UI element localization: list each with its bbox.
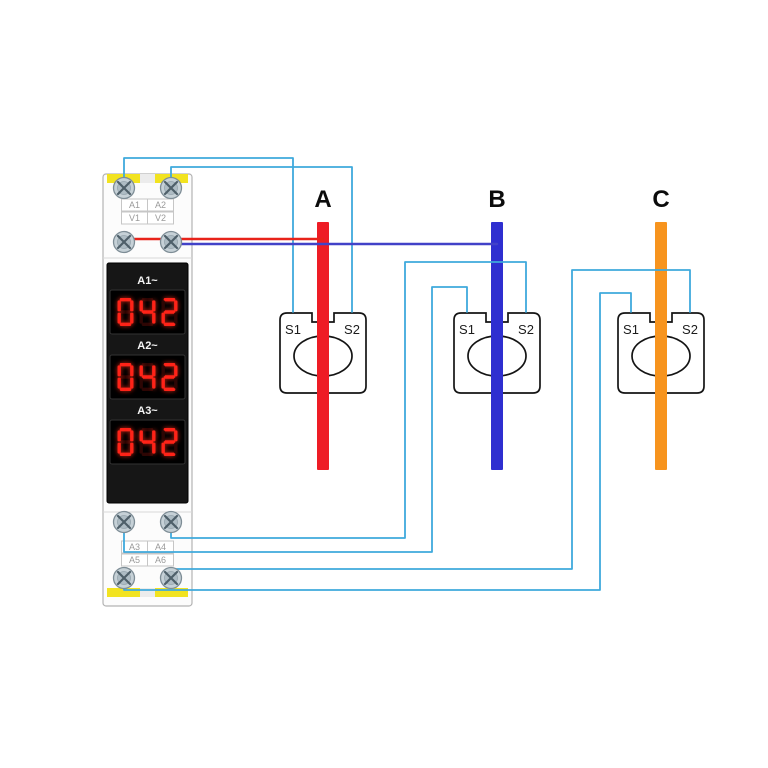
ct-a-terminal-s1: S1 (285, 322, 301, 337)
terminal-label-a1: A1 (129, 200, 140, 210)
terminal-label-v1: V1 (129, 213, 140, 223)
meter-display-1: A1~ (109, 275, 186, 335)
wire-a3-to-ct-b-s1 (123, 286, 468, 553)
current-transformer-a: S1 S2 (279, 312, 367, 394)
phase-c-label: C (652, 186, 669, 213)
ct-a-terminal-s2: S2 (344, 322, 360, 337)
display-2-digits (117, 363, 178, 391)
terminal-label-a2: A2 (155, 200, 166, 210)
display-3-label: A3~ (137, 405, 158, 417)
wire-a5-to-ct-c-s1 (123, 292, 632, 591)
screw-a1 (112, 176, 136, 200)
screw-v1 (112, 230, 136, 254)
screw-v2 (159, 230, 183, 254)
ct-b-terminal-s2: S2 (518, 322, 534, 337)
phase-b-conductor (491, 222, 503, 470)
wire-a4-to-ct-b-s2 (170, 261, 527, 539)
ct-c-terminal-s2: S2 (682, 322, 698, 337)
meter-display-3: A3~ (109, 405, 186, 465)
terminal-label-a5: A5 (129, 555, 140, 565)
phase-b-label: B (488, 186, 505, 213)
screw-a4 (159, 510, 183, 534)
wire-a1-to-ct-a-s1 (123, 157, 294, 313)
screw-a6 (159, 566, 183, 590)
meter-display-2: A2~ (109, 340, 186, 400)
terminal-label-a6: A6 (155, 555, 166, 565)
meter-device: A1 A2 V1 V2 A3 A4 A5 A6 A1~ A2~ (102, 173, 193, 607)
phase-a-label: A (314, 186, 331, 213)
terminal-label-a4: A4 (155, 542, 166, 552)
display-1-digits (117, 298, 178, 326)
bottom-terminal-labels: A3 A4 A5 A6 (121, 540, 174, 567)
ct-c-terminal-s1: S1 (623, 322, 639, 337)
signal-wires (123, 157, 691, 591)
screw-a3 (112, 510, 136, 534)
display-3-digits (117, 428, 178, 456)
phase-c-conductor (655, 222, 667, 470)
screw-a5 (112, 566, 136, 590)
ct-b-terminal-s1: S1 (459, 322, 475, 337)
current-transformer-b: S1 S2 (453, 312, 541, 394)
top-terminal-labels: A1 A2 V1 V2 (121, 198, 174, 225)
screw-a2 (159, 176, 183, 200)
current-transformer-c: S1 S2 (617, 312, 705, 394)
terminal-label-v2: V2 (155, 213, 166, 223)
display-1-label: A1~ (137, 275, 158, 287)
phase-a-conductor (317, 222, 329, 470)
terminal-label-a3: A3 (129, 542, 140, 552)
display-2-label: A2~ (137, 340, 158, 352)
wire-a6-to-ct-c-s2 (170, 269, 691, 579)
